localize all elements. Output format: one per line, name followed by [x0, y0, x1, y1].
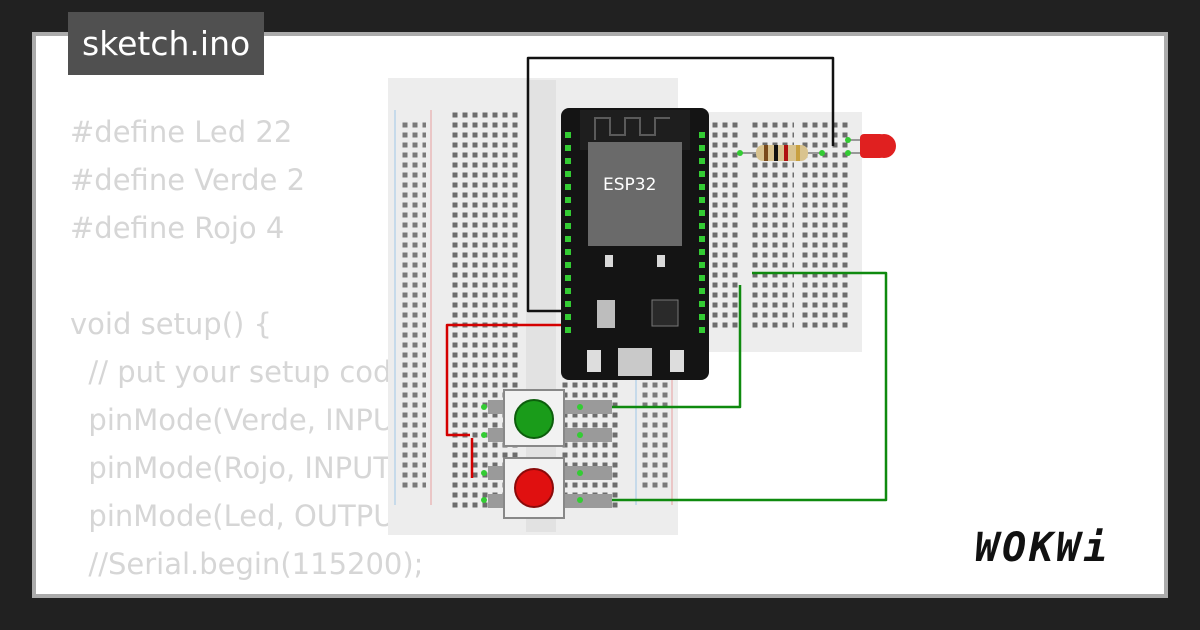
code-line: pinMode(Verde, INPUT);	[70, 403, 433, 437]
wire-green-rojo	[610, 271, 888, 502]
file-tab[interactable]: sketch.ino	[68, 12, 265, 75]
esp32-board: ESP32	[561, 108, 709, 380]
pushbutton-rojo[interactable]	[481, 457, 612, 519]
code-line: #define Rojo 4	[70, 211, 285, 245]
pushbutton-verde[interactable]	[481, 389, 612, 447]
boot-button[interactable]	[670, 350, 684, 372]
wires	[445, 56, 888, 502]
esp32-pins-right	[699, 132, 705, 333]
code-line: //Serial.begin(115200);	[70, 547, 424, 581]
code-line: #define Verde 2	[70, 163, 306, 197]
esp32-pins-left	[565, 132, 571, 333]
resistor	[737, 145, 825, 161]
wokwi-logo: WOKWi	[975, 525, 1111, 571]
wire-3v3-red	[445, 323, 570, 437]
led-red	[845, 134, 896, 158]
wire-green-verde	[610, 285, 742, 409]
code-line: void setup() {	[70, 307, 272, 341]
wire-gnd-black	[526, 56, 835, 313]
esp32-chip-label: ESP32	[603, 175, 656, 195]
reset-button[interactable]	[587, 350, 601, 372]
code-line: #define Led 22	[70, 115, 293, 149]
